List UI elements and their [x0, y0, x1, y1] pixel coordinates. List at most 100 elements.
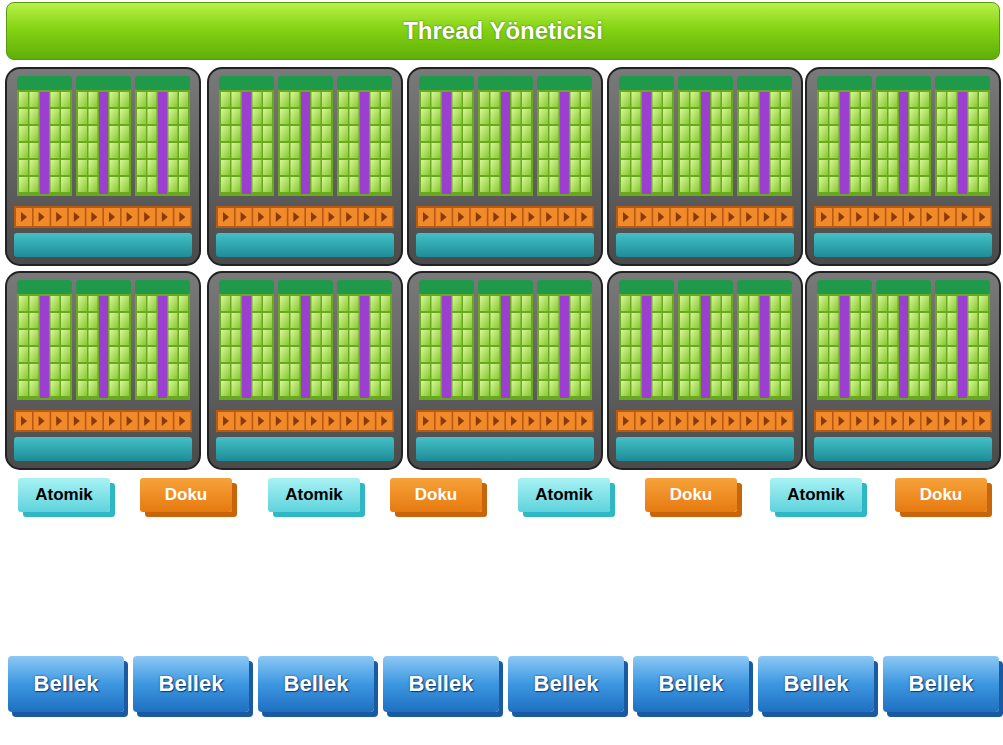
core-cell [421, 381, 430, 396]
texture-unit [157, 208, 173, 226]
texture-arrow [162, 212, 168, 222]
core-cell [89, 381, 98, 396]
core-cell [851, 364, 860, 379]
core-cell [851, 143, 860, 158]
core-cell [491, 126, 500, 141]
texture-unit [86, 208, 102, 226]
core-cell [339, 160, 348, 175]
core-cell [232, 160, 241, 175]
core-cell [861, 364, 870, 379]
core-cell [750, 381, 759, 396]
core-cell [680, 381, 689, 396]
core-cell [979, 381, 988, 396]
texture-arrow [381, 212, 387, 222]
core-cell [539, 177, 548, 192]
core-cell [169, 109, 178, 124]
core-cell [221, 126, 230, 141]
sm-core-area [537, 294, 592, 400]
sm-bar [242, 296, 251, 398]
memory-block: Bellek [883, 656, 999, 712]
sm-core-area [17, 294, 72, 400]
core-cell [30, 313, 39, 328]
core-cell [878, 160, 887, 175]
core-cell [680, 160, 689, 175]
texture-arrow [423, 416, 429, 426]
core-cell [61, 177, 70, 192]
texture-arrow [493, 212, 499, 222]
core-cell [653, 330, 662, 345]
core-cell [830, 381, 839, 396]
core-cell [979, 160, 988, 175]
core-cell [712, 177, 721, 192]
core-cell [691, 109, 700, 124]
sm-bar [301, 92, 310, 194]
texture-arrow [276, 212, 282, 222]
texture-arrow [346, 212, 352, 222]
core-cell [550, 330, 559, 345]
core-cell [491, 330, 500, 345]
core-cell [632, 381, 641, 396]
core-cell [691, 143, 700, 158]
core-cell [571, 330, 580, 345]
core-cell [453, 109, 462, 124]
core-cell [350, 347, 359, 362]
core-cell [920, 381, 929, 396]
core-cell [550, 177, 559, 192]
cache-bar [616, 437, 794, 461]
core-cell [878, 364, 887, 379]
core-cell [491, 296, 500, 311]
core-cell [221, 177, 230, 192]
texture-arrow [546, 416, 552, 426]
core-cell [232, 177, 241, 192]
processor-cluster [608, 272, 802, 469]
core-cell [920, 92, 929, 107]
core-cell [312, 126, 321, 141]
core-cell [571, 126, 580, 141]
core-cell [632, 347, 641, 362]
core-cell [137, 177, 146, 192]
core-cell [819, 109, 828, 124]
core-cell [581, 177, 590, 192]
cluster-frame [6, 272, 200, 469]
core-cell [571, 313, 580, 328]
sm-cap [135, 280, 190, 294]
texture-arrow [241, 212, 247, 222]
core-cell [750, 109, 759, 124]
core-cell [291, 143, 300, 158]
core-cell [910, 347, 919, 362]
texture-arrow [781, 212, 787, 222]
core-cell [322, 313, 331, 328]
texture-arrow [746, 416, 752, 426]
core-cell [148, 160, 157, 175]
sm-core-area [935, 90, 990, 196]
sm-cap [619, 280, 674, 294]
core-cell [339, 177, 348, 192]
core-cell [350, 381, 359, 396]
core-cell [621, 177, 630, 192]
core-cell [120, 347, 129, 362]
texture-arrow [529, 416, 535, 426]
core-cell [910, 330, 919, 345]
core-cell [453, 313, 462, 328]
core-cell [522, 109, 531, 124]
texture-unit [724, 412, 740, 430]
core-cell [621, 109, 630, 124]
texture-unit [706, 208, 722, 226]
core-cell [339, 143, 348, 158]
core-cell [89, 364, 98, 379]
texture-unit [869, 412, 885, 430]
core-cell [539, 160, 548, 175]
cluster-frame [408, 68, 602, 265]
texture-arrow [711, 416, 717, 426]
texture-unit [886, 208, 902, 226]
core-cell [371, 381, 380, 396]
core-cell [581, 143, 590, 158]
core-cell [30, 143, 39, 158]
core-cell [948, 92, 957, 107]
core-cell [263, 92, 272, 107]
core-cell [371, 109, 380, 124]
core-cell [221, 313, 230, 328]
core-cell [19, 92, 28, 107]
core-cell [491, 143, 500, 158]
texture-unit [34, 208, 50, 226]
